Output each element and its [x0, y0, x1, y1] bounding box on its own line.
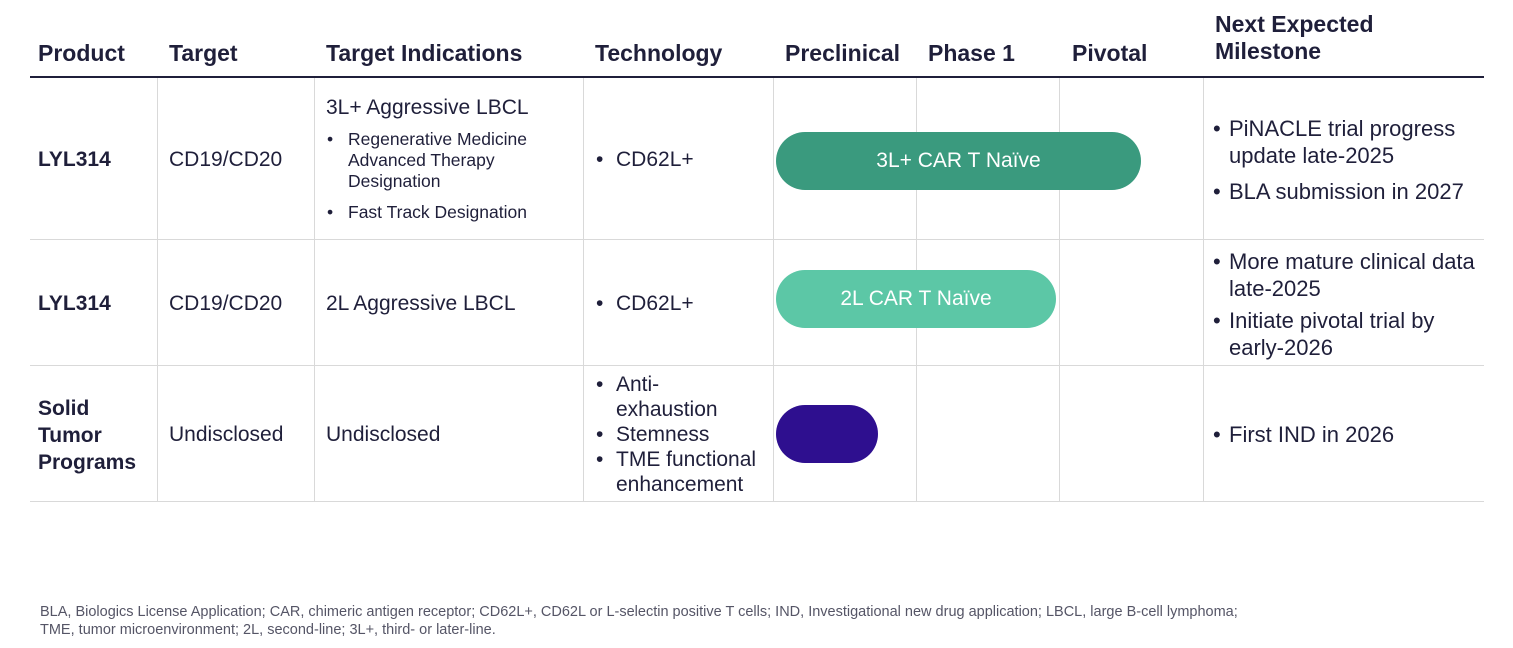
technology-item: CD62L+: [594, 147, 769, 172]
row1-milestones: PiNACLE trial progress update late-2025 …: [1213, 115, 1478, 205]
header-milestone-line2: Milestone: [1215, 38, 1322, 64]
row-divider: [30, 365, 1484, 366]
header-rule: [30, 76, 1484, 78]
designation-item: Regenerative Medicine Advanced Therapy D…: [326, 129, 576, 192]
row3-milestones: First IND in 2026: [1213, 421, 1478, 448]
header-phase-1: Phase 1: [928, 40, 1015, 66]
header-target-indications: Target Indications: [326, 40, 523, 66]
row1-technology: CD62L+: [594, 147, 769, 172]
row2-product: LYL314: [38, 292, 111, 315]
row1-target: CD19/CD20: [169, 148, 283, 171]
row3-product: Solid Tumor Programs: [38, 397, 137, 474]
technology-item: CD62L+: [594, 291, 769, 316]
technology-item: Anti-exhaustion: [594, 372, 726, 422]
milestone-item: First IND in 2026: [1213, 421, 1478, 448]
header-technology: Technology: [595, 40, 723, 66]
header-milestone-line1: Next Expected: [1215, 11, 1374, 37]
milestone-item: BLA submission in 2027: [1213, 178, 1478, 205]
row1-designations: Regenerative Medicine Advanced Therapy D…: [326, 129, 576, 223]
header-pivotal: Pivotal: [1072, 40, 1148, 66]
milestone-item: PiNACLE trial progress update late-2025: [1213, 115, 1478, 169]
row1-indication: 3L+ Aggressive LBCL: [326, 96, 529, 119]
row3-target: Undisclosed: [169, 423, 284, 446]
header-target: Target: [169, 40, 238, 66]
row3-indication: Undisclosed: [326, 423, 441, 446]
row2-target: CD19/CD20: [169, 292, 283, 315]
designation-item: Fast Track Designation: [326, 202, 576, 223]
row-divider: [30, 501, 1484, 502]
row1-product: LYL314: [38, 148, 111, 171]
footnote: BLA, Biologics License Application; CAR,…: [40, 604, 1238, 638]
row3-technology: Anti-exhaustion Stemness TME functional …: [594, 372, 772, 497]
row2-milestones: More mature clinical data late-2025 Init…: [1213, 248, 1478, 361]
column-divider: [583, 78, 584, 501]
technology-item: Stemness: [594, 422, 772, 447]
column-divider: [1059, 78, 1060, 501]
row2-phase-bar: 2L CAR T Naïve: [776, 270, 1056, 328]
milestone-item: Initiate pivotal trial by early-2026: [1213, 307, 1478, 361]
row2-indication: 2L Aggressive LBCL: [326, 292, 516, 315]
header-next-expected-milestone: Next Expected Milestone: [1215, 11, 1374, 65]
row2-technology: CD62L+: [594, 291, 769, 316]
header-preclinical: Preclinical: [785, 40, 901, 66]
column-divider: [314, 78, 315, 501]
column-divider: [773, 78, 774, 501]
milestone-item: More mature clinical data late-2025: [1213, 248, 1478, 302]
column-divider: [1203, 78, 1204, 501]
row3-phase-bar: [776, 405, 878, 463]
header-product: Product: [38, 40, 125, 66]
row-divider: [30, 239, 1484, 240]
technology-item: TME functional enhancement: [594, 447, 772, 497]
column-divider: [157, 78, 158, 501]
row1-phase-bar: 3L+ CAR T Naïve: [776, 132, 1141, 190]
